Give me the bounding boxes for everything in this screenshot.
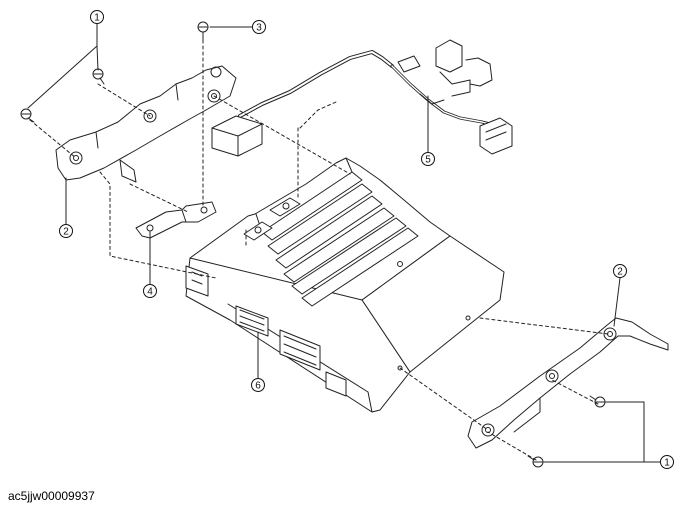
svg-text:6: 6 bbox=[255, 381, 261, 392]
assembly-lines bbox=[29, 39, 609, 461]
svg-text:3: 3 bbox=[256, 23, 262, 34]
screws-1-upper bbox=[20, 68, 105, 123]
callout-5: 5 bbox=[421, 152, 435, 166]
callout-6: 6 bbox=[251, 378, 265, 392]
left-bracket bbox=[55, 65, 237, 183]
figure-id-caption: ac5jjw00009937 bbox=[8, 489, 95, 503]
right-bracket bbox=[467, 317, 669, 449]
svg-text:1: 1 bbox=[664, 458, 670, 469]
svg-text:2: 2 bbox=[617, 267, 623, 278]
callout-1-bottom: 1 bbox=[660, 455, 674, 469]
small-bracket bbox=[135, 201, 217, 239]
leader-lines bbox=[27, 23, 661, 463]
control-module bbox=[185, 157, 505, 413]
callout-3: 3 bbox=[252, 20, 266, 34]
screw-3 bbox=[197, 21, 209, 41]
wiring-harness bbox=[211, 39, 513, 157]
svg-text:5: 5 bbox=[425, 155, 431, 166]
callout-4: 4 bbox=[143, 284, 157, 298]
svg-text:4: 4 bbox=[147, 287, 153, 298]
svg-text:2: 2 bbox=[63, 227, 69, 238]
svg-text:1: 1 bbox=[94, 13, 100, 24]
callout-2-right: 2 bbox=[613, 264, 627, 278]
callout-2-left: 2 bbox=[59, 224, 73, 238]
callout-1-top: 1 bbox=[90, 10, 104, 24]
